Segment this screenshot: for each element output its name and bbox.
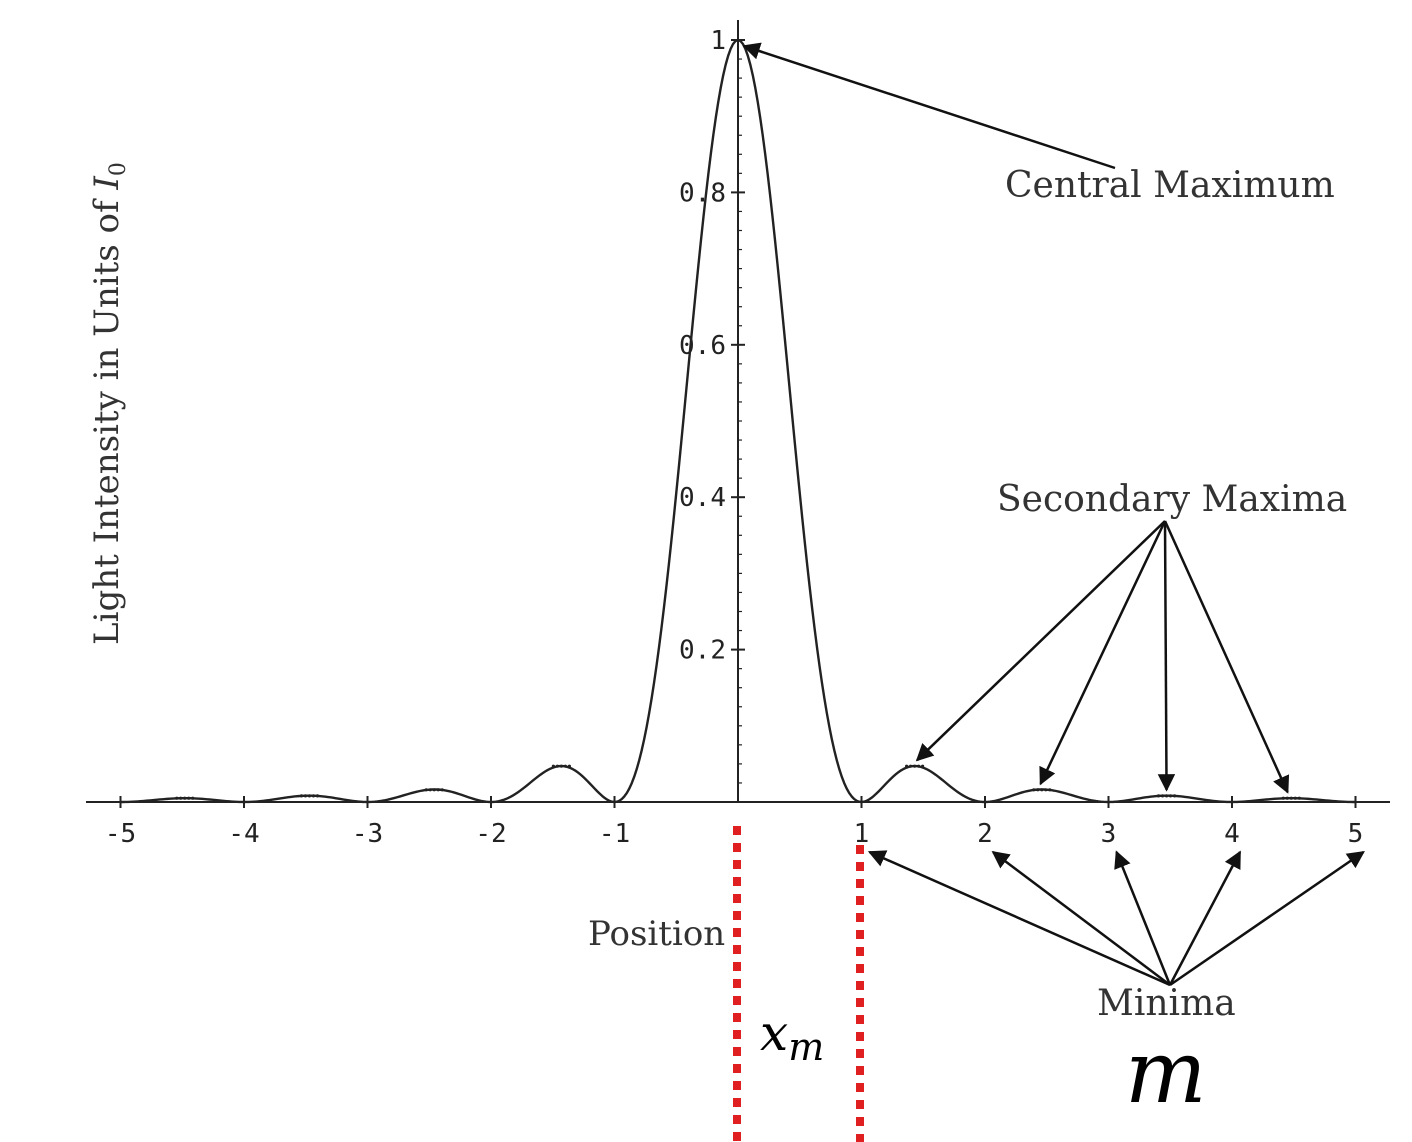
secondary-maximum-dot-2 xyxy=(436,788,440,792)
secondary-maximum-dot-3 xyxy=(563,764,567,768)
secondary-maximum-dot-7 xyxy=(1285,796,1289,800)
secondary-maximum-dot-7 xyxy=(1289,796,1293,800)
y-tick-label: 0.8 xyxy=(679,178,726,208)
secondary-maximum-dot-0 xyxy=(175,796,179,800)
secondary-maximum-dot-6 xyxy=(1156,794,1161,798)
secondary-maximum-dot-0 xyxy=(191,796,195,800)
x-tick-label: 2 xyxy=(977,819,993,849)
x-tick-label: 5 xyxy=(1348,819,1364,849)
y-tick-label: 0.2 xyxy=(679,636,726,666)
secondary-maximum-dot-6 xyxy=(1168,794,1173,798)
y-tick-label: 0.6 xyxy=(679,331,726,361)
minimum-arrow-5 xyxy=(1169,850,1365,987)
x-axis-title: Position xyxy=(588,914,725,954)
secondary-maximum-dot-5 xyxy=(1044,788,1048,792)
secondary-maximum-dot-5 xyxy=(1036,788,1040,792)
secondary-maximum-dot-4 xyxy=(909,764,913,768)
x-ticks: -5 -4 -3 -2 -1 1 2 3 4 5 xyxy=(105,796,1363,849)
secondary-maximum-dot-1 xyxy=(299,794,304,798)
m-label: m xyxy=(1125,1023,1207,1123)
secondary-maximum-arrow-1 xyxy=(915,520,1166,762)
secondary-maximum-dot-5 xyxy=(1048,788,1052,792)
x-tick-label: -2 xyxy=(475,819,506,849)
secondary-maximum-dot-1 xyxy=(315,794,320,798)
y-ticks: 0.2 0.4 0.6 0.8 1 xyxy=(679,26,745,666)
secondary-maximum-dot-3 xyxy=(551,764,555,768)
y-minor-ticks xyxy=(738,58,742,784)
x-tick-label: 1 xyxy=(854,819,870,849)
secondary-maximum-dot-0 xyxy=(187,796,191,800)
secondary-maximum-dot-6 xyxy=(1164,794,1169,798)
secondary-maxima-arrows xyxy=(915,520,1290,794)
secondary-maximum-dot-4 xyxy=(905,764,909,768)
secondary-maximum-dot-1 xyxy=(307,794,312,798)
y-tick-label: 0.4 xyxy=(679,483,726,513)
minimum-arrow-1 xyxy=(867,850,1171,987)
central-maximum-arrow xyxy=(742,42,1116,170)
x-tick-label: -4 xyxy=(228,819,259,849)
minimum-arrow-3 xyxy=(1114,850,1172,986)
secondary-maximum-dot-7 xyxy=(1293,796,1297,800)
secondary-maximum-dot-2 xyxy=(440,788,444,792)
secondary-maximum-dot-4 xyxy=(913,764,917,768)
x-m-label: xm xyxy=(760,1004,824,1069)
secondary-maximum-dot-6 xyxy=(1160,794,1165,798)
secondary-maximum-dot-2 xyxy=(424,788,428,792)
minimum-arrow-2 xyxy=(991,850,1171,986)
secondary-maxima-label: Secondary Maxima xyxy=(997,479,1347,520)
x-tick-label: -3 xyxy=(352,819,383,849)
secondary-maximum-dot-1 xyxy=(303,794,308,798)
secondary-maximum-dot-1 xyxy=(311,794,316,798)
secondary-maximum-dot-3 xyxy=(559,764,563,768)
secondary-maximum-dot-4 xyxy=(921,764,925,768)
minima-arrows xyxy=(867,850,1365,987)
secondary-maximum-dot-2 xyxy=(428,788,432,792)
secondary-maximum-dot-7 xyxy=(1297,796,1301,800)
intensity-curve xyxy=(120,38,1356,804)
secondary-maximum-dot-5 xyxy=(1040,788,1044,792)
secondary-maximum-dot-5 xyxy=(1032,788,1036,792)
central-maximum-label: Central Maximum xyxy=(1005,165,1335,206)
secondary-maximum-dot-3 xyxy=(555,764,559,768)
secondary-maximum-dot-6 xyxy=(1172,794,1177,798)
secondary-maximum-dot-0 xyxy=(179,796,183,800)
minima-label: Minima xyxy=(1097,983,1236,1024)
secondary-maximum-dot-0 xyxy=(183,796,187,800)
secondary-maximum-arrow-2 xyxy=(1039,520,1167,786)
x-tick-label: -1 xyxy=(599,819,630,849)
secondary-maximum-dot-2 xyxy=(432,788,436,792)
secondary-maximum-arrow-3 xyxy=(1157,520,1176,792)
x-tick-label: -5 xyxy=(105,819,136,849)
secondary-maximum-dot-4 xyxy=(917,764,921,768)
y-axis-title: Light Intensity in Units of I0 xyxy=(87,162,131,645)
secondary-maximum-dot-7 xyxy=(1281,796,1285,800)
secondary-maxima-marks xyxy=(175,764,1301,800)
x-tick-label: 3 xyxy=(1101,819,1117,849)
y-tick-label: 1 xyxy=(710,26,726,56)
x-tick-label: 4 xyxy=(1224,819,1240,849)
secondary-maximum-dot-3 xyxy=(567,764,571,768)
secondary-maximum-arrow-4 xyxy=(1163,520,1290,794)
minimum-arrow-4 xyxy=(1168,850,1242,986)
